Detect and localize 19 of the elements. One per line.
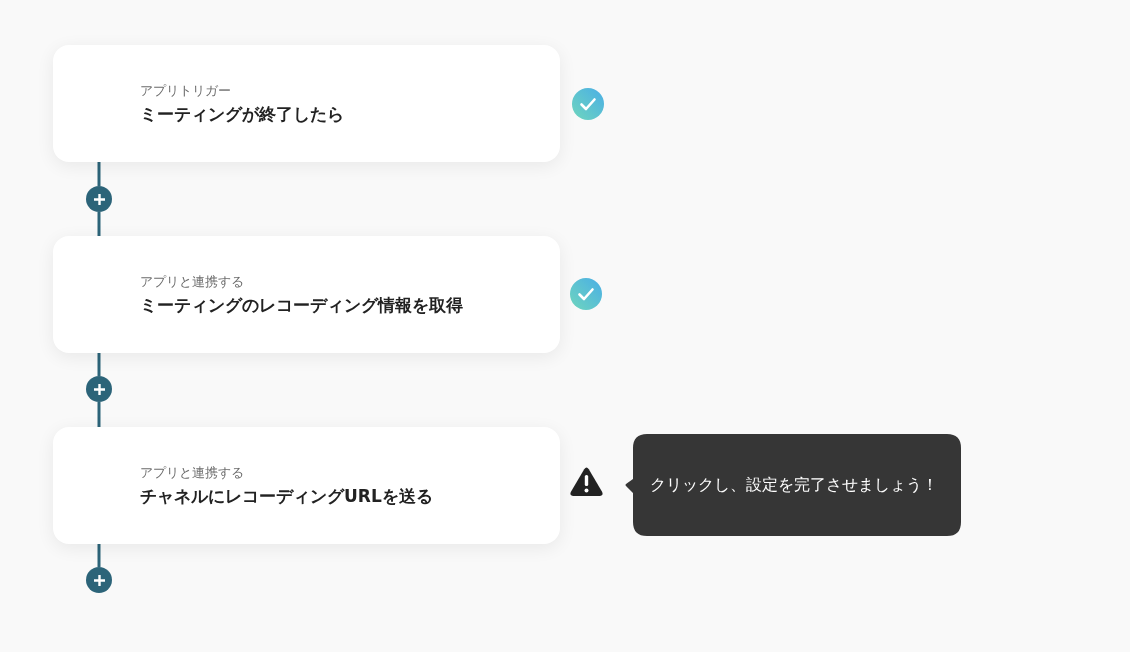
connector-line (97, 212, 101, 236)
step-type-label: アプリと連携する (140, 463, 245, 482)
add-step-button (86, 567, 112, 593)
step-card (53, 236, 560, 353)
step-title: ミーティングが終了したら (140, 102, 344, 126)
step-title: ミーティングのレコーディング情報を取得 (140, 293, 463, 317)
connector-line (97, 353, 101, 376)
connector-line (97, 162, 101, 186)
step-type-label: アプリと連携する (140, 272, 245, 291)
add-step-button (86, 186, 112, 212)
connector-line (97, 544, 101, 567)
step-type-label: アプリトリガー (140, 81, 232, 100)
tooltip-text: クリックし、設定を完了させましょう！ (650, 474, 938, 496)
add-step-button (86, 376, 112, 402)
tooltip-bubble (625, 434, 961, 536)
step-card (53, 427, 560, 544)
step-card (53, 45, 560, 162)
step-title: チャネルにレコーディングURLを送る (140, 484, 433, 508)
connector-line (97, 402, 101, 427)
